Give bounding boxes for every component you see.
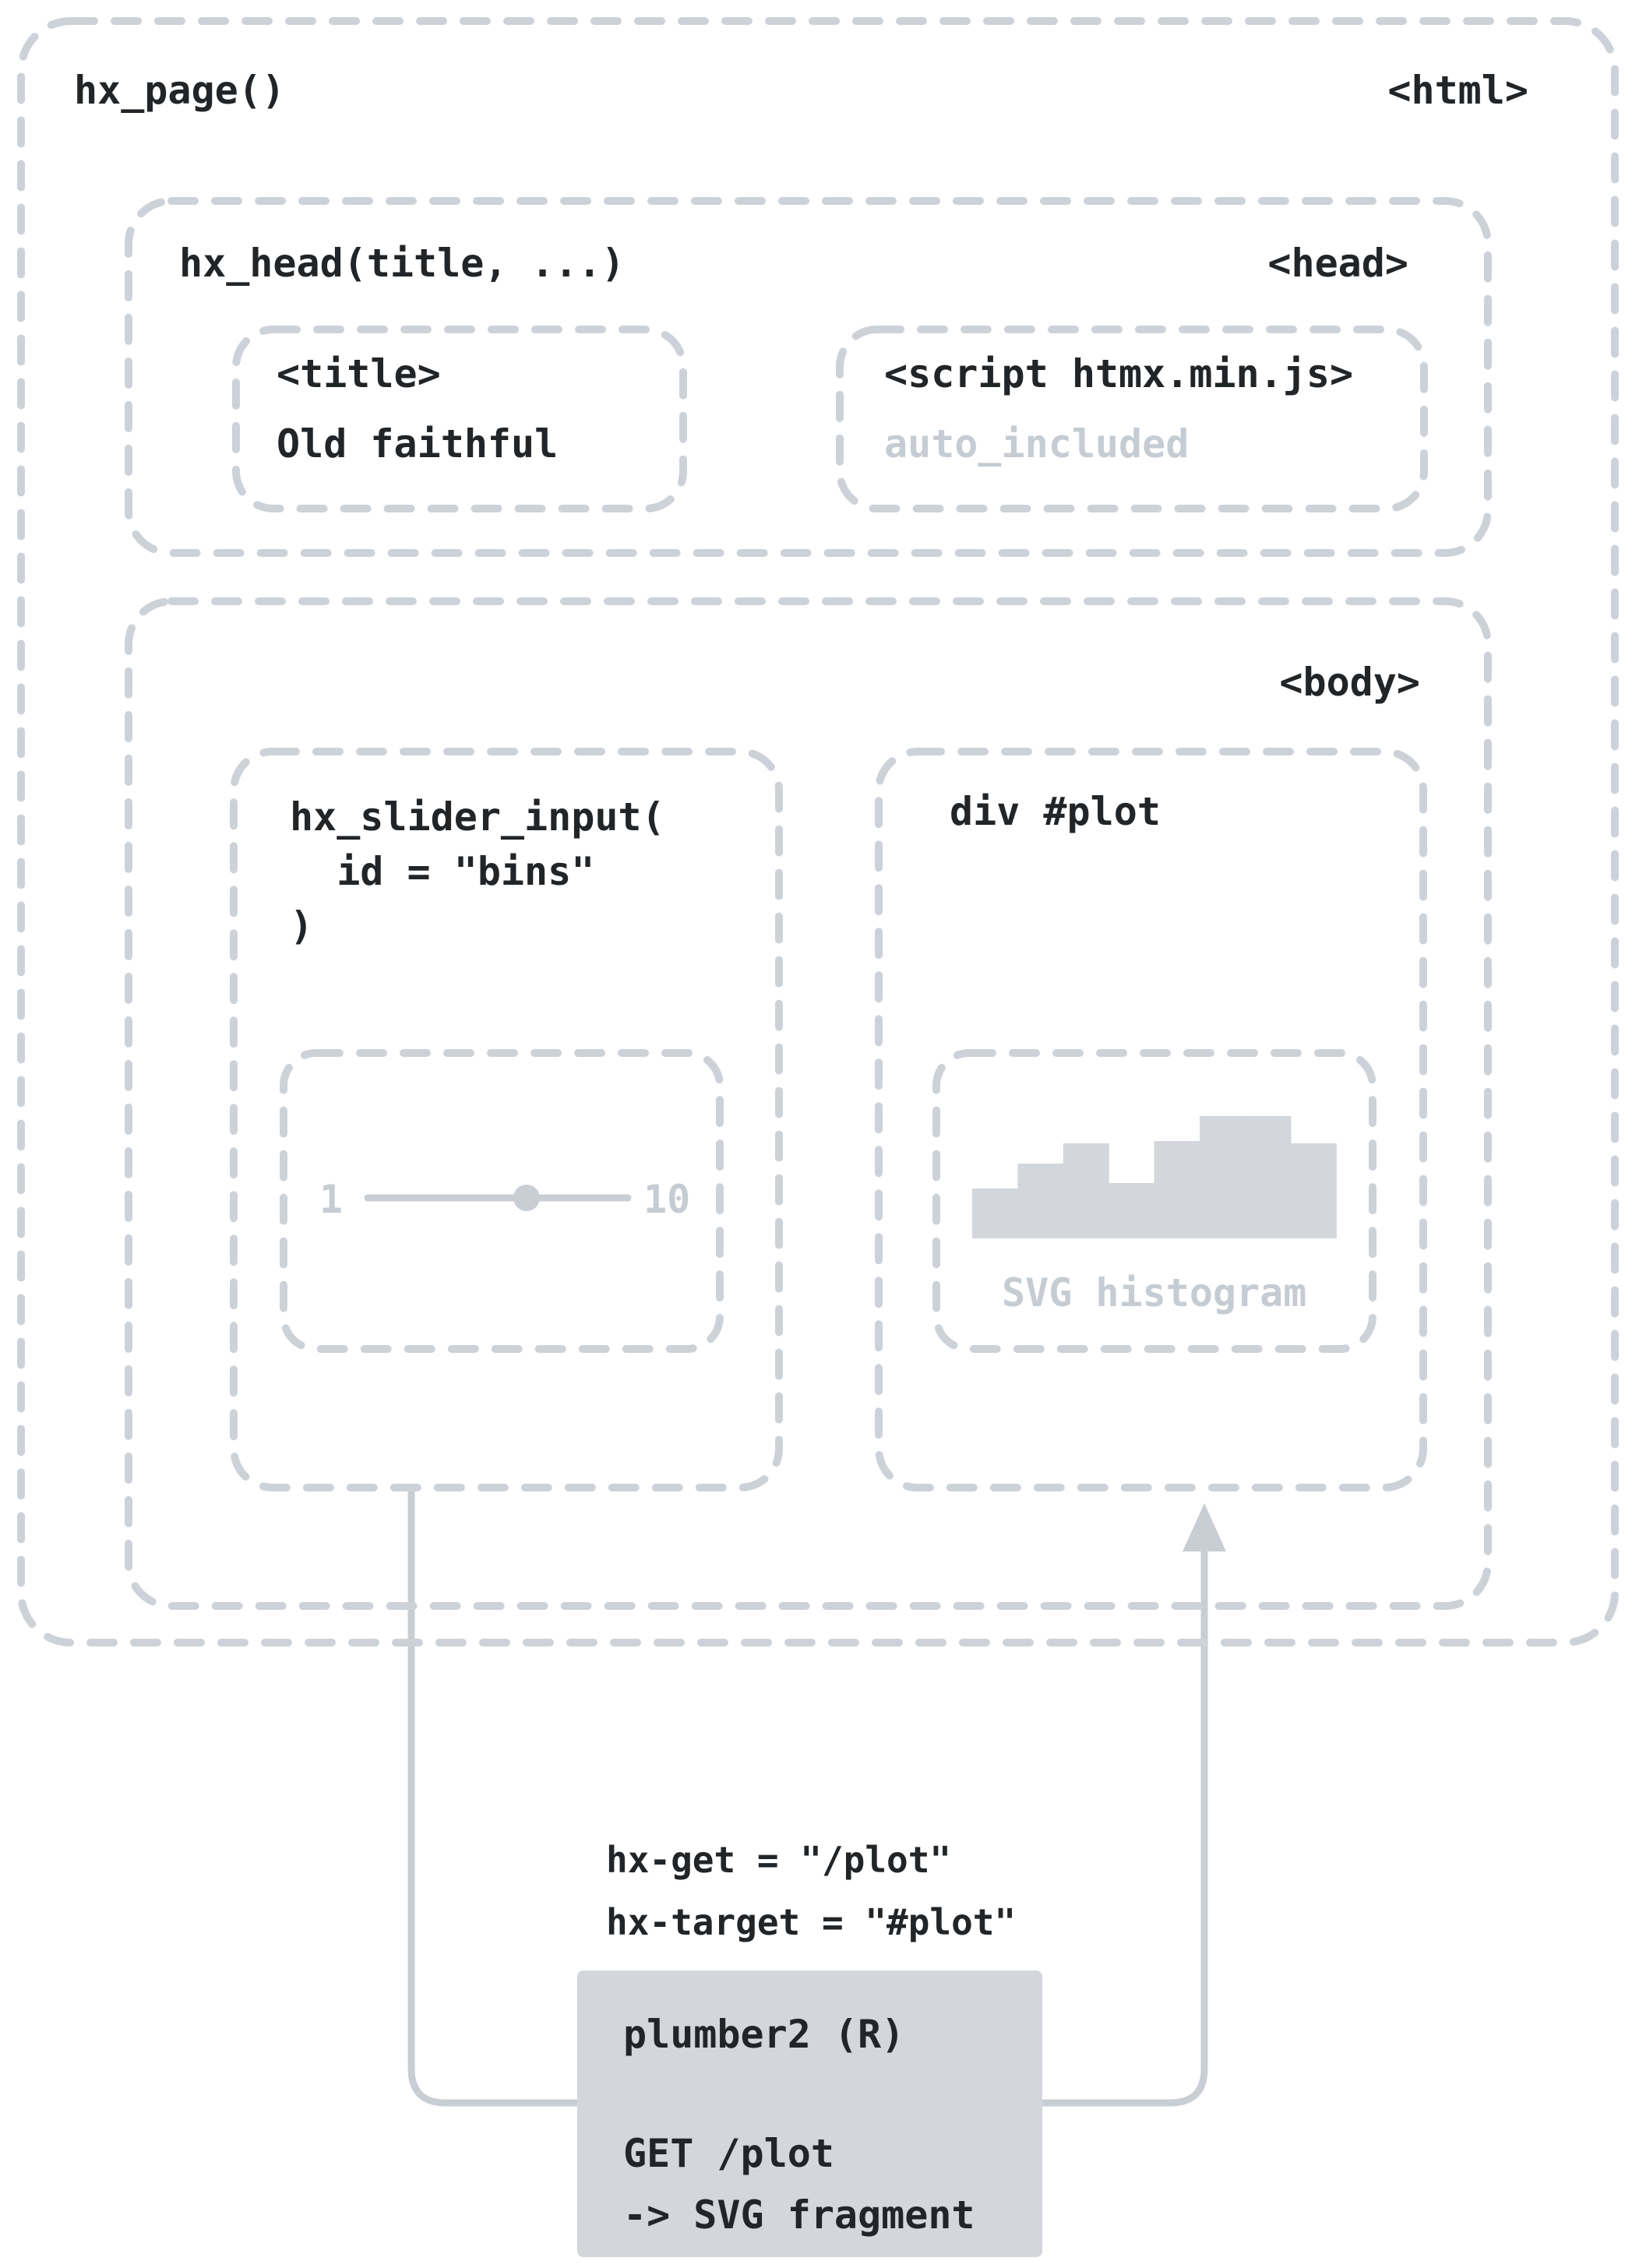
histogram-bar [1290, 1143, 1337, 1238]
histogram-caption: SVG histogram [1002, 1270, 1307, 1315]
head-tag-label: <head> [1267, 241, 1408, 286]
histogram-bar [972, 1189, 1018, 1238]
server-detail-code: GET /plot -> SVG fragment [623, 2131, 975, 2238]
slider-input-box [230, 748, 783, 1491]
head-box [125, 197, 1492, 557]
slider-max-label: 10 [643, 1177, 691, 1222]
body-box [125, 597, 1492, 1610]
server-title: plumber2 (R) [623, 2012, 905, 2057]
slider-min-label: 1 [319, 1177, 344, 1222]
histogram-widget-box [932, 1049, 1376, 1353]
body-tag-label: <body> [1279, 660, 1420, 705]
histogram-bar [1063, 1143, 1109, 1238]
histogram-bar [1245, 1116, 1292, 1238]
histogram-bar [1154, 1141, 1200, 1238]
histogram-bar [1017, 1164, 1064, 1238]
plot-div-box [875, 748, 1427, 1491]
page-function-label: hx_page() [74, 68, 285, 113]
html-box [17, 17, 1619, 1646]
html-tag-label: <html> [1387, 68, 1528, 113]
title-tag-label: <title> [277, 351, 441, 396]
slider-widget-box [280, 1049, 724, 1353]
head-function-label: hx_head(title, ...) [179, 241, 625, 286]
title-value: Old faithful [277, 421, 559, 467]
title-box [232, 326, 687, 512]
server-box [577, 1970, 1042, 2257]
histogram [972, 1116, 1337, 1238]
script-tag-label: <script htmx.min.js> [884, 351, 1354, 396]
plot-div-label: div #plot [950, 789, 1161, 834]
slider-knob[interactable] [513, 1185, 540, 1211]
script-box [836, 326, 1428, 512]
histogram-bar [1200, 1116, 1246, 1238]
histogram-bar [1109, 1183, 1155, 1238]
htmx-attrs-code: hx-get = "/plot" hx-target = "#plot" [606, 1839, 1017, 1943]
slider-input-code: hx_slider_input( id = "bins" ) [290, 794, 665, 949]
response-arrowhead [1183, 1503, 1226, 1551]
script-auto-included-note: auto_included [884, 421, 1190, 467]
